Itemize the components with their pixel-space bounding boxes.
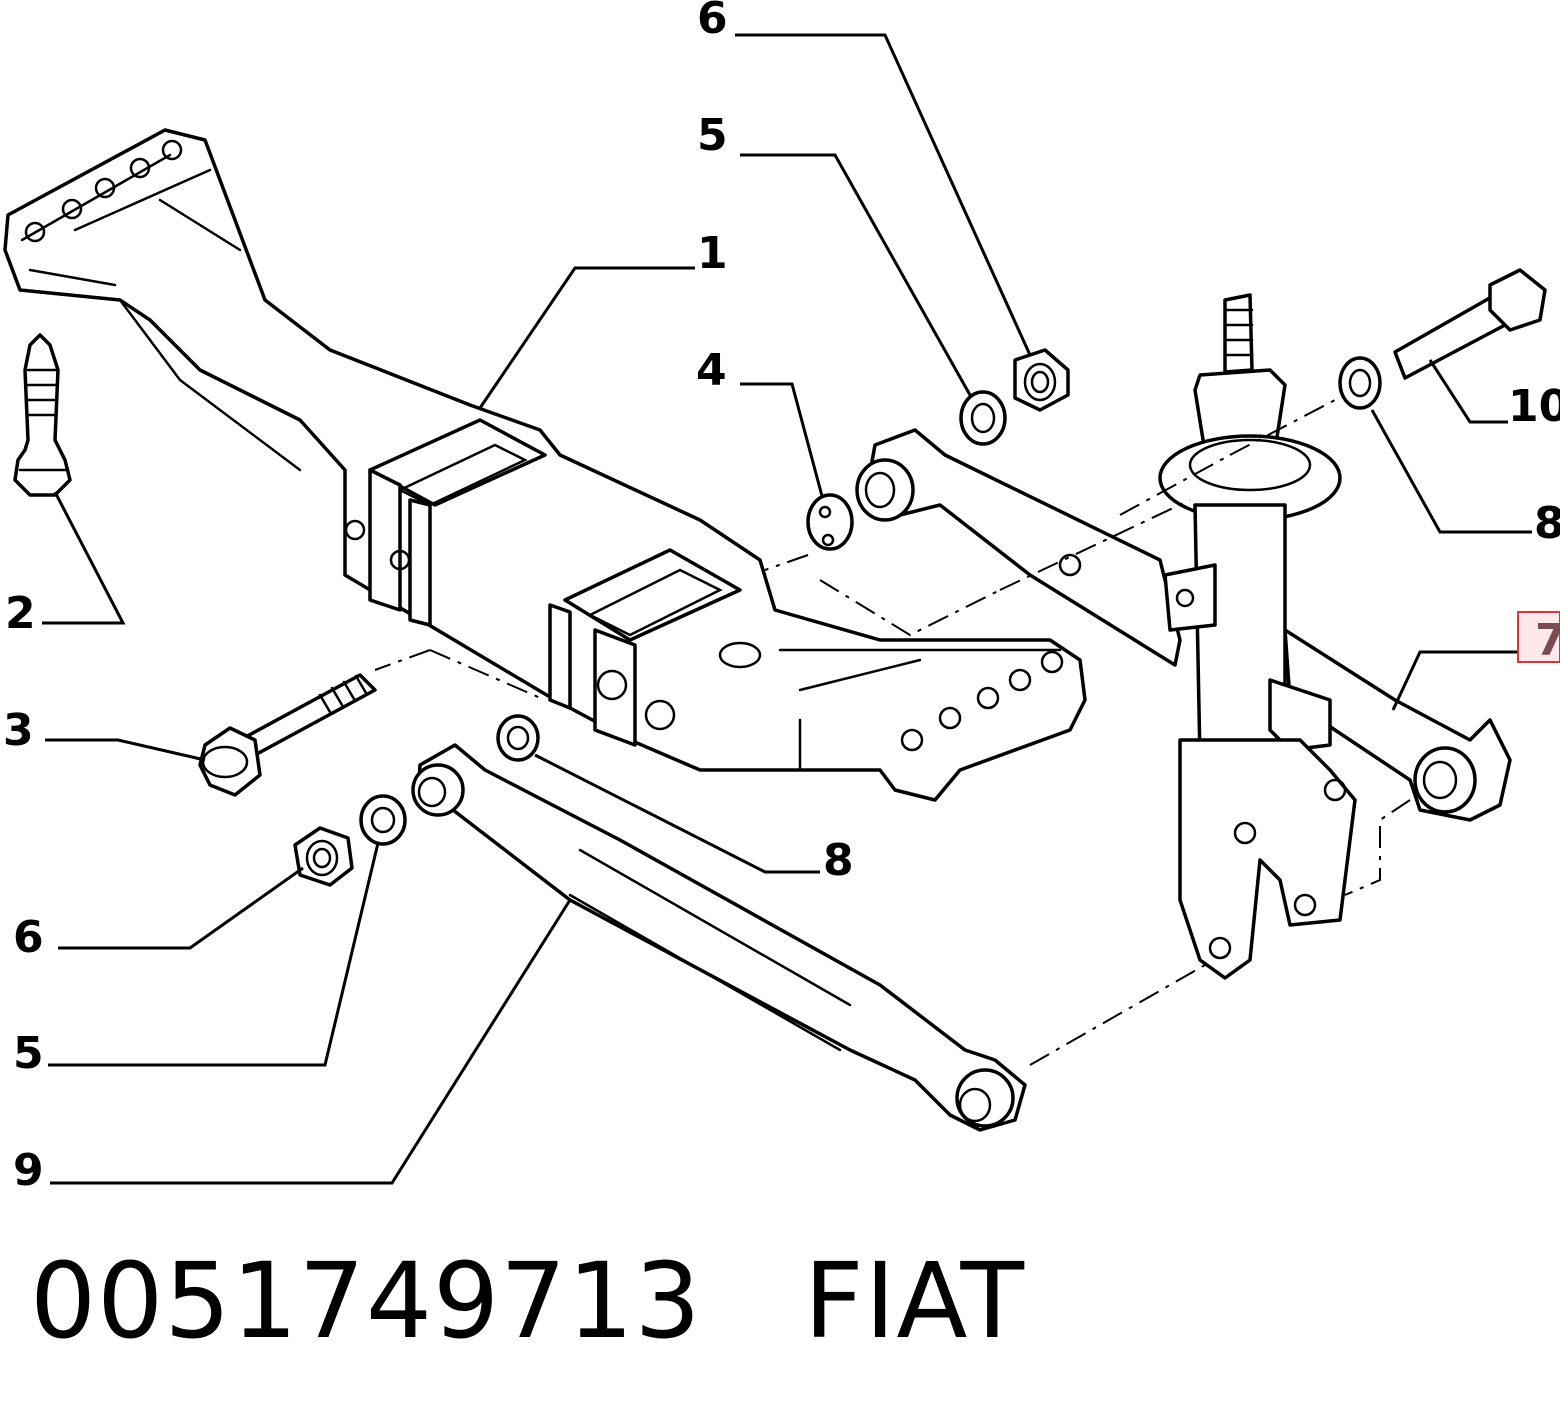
upper-control-arm: [855, 428, 1512, 822]
callout-label: 7: [1535, 615, 1560, 666]
callout-label: 6: [697, 0, 728, 44]
callout-label: 3: [3, 705, 34, 756]
bolt-3: [198, 673, 377, 797]
part-number: 0051749713: [30, 1240, 702, 1362]
callout-label: 8: [1534, 498, 1560, 549]
bolt-2: [13, 333, 72, 497]
washer-5-top: [959, 390, 1007, 446]
callout-label: 9: [13, 1145, 44, 1196]
callout-label: 5: [697, 110, 728, 161]
leader-lines: [42, 33, 1532, 1185]
callout-7-highlight: [1517, 611, 1560, 663]
part-caption: 0051749713 FIAT: [30, 1240, 1025, 1362]
brand-name: FIAT: [803, 1240, 1025, 1362]
callout-label: 2: [5, 588, 36, 639]
washer-8-right: [1338, 356, 1382, 410]
callout-label: 4: [696, 345, 727, 396]
nut-6-top: [1013, 348, 1070, 412]
assembly-centerlines: [374, 399, 1411, 1066]
lower-control-arm-9: [411, 743, 1027, 1132]
callout-label: 10: [1508, 381, 1560, 432]
eccentric-washer-4: [806, 493, 854, 551]
callout-label: 5: [13, 1028, 44, 1079]
nut-6-bottom: [293, 826, 354, 887]
bolt-10: [1393, 268, 1547, 380]
washer-8-mid: [496, 714, 540, 762]
washer-5-bottom: [359, 794, 407, 846]
callout-label: 6: [13, 912, 44, 963]
subframe-crossmember: [3, 128, 1087, 802]
strut-assembly: [1158, 293, 1357, 980]
callout-label: 1: [697, 228, 728, 279]
callout-label: 8: [823, 835, 854, 886]
